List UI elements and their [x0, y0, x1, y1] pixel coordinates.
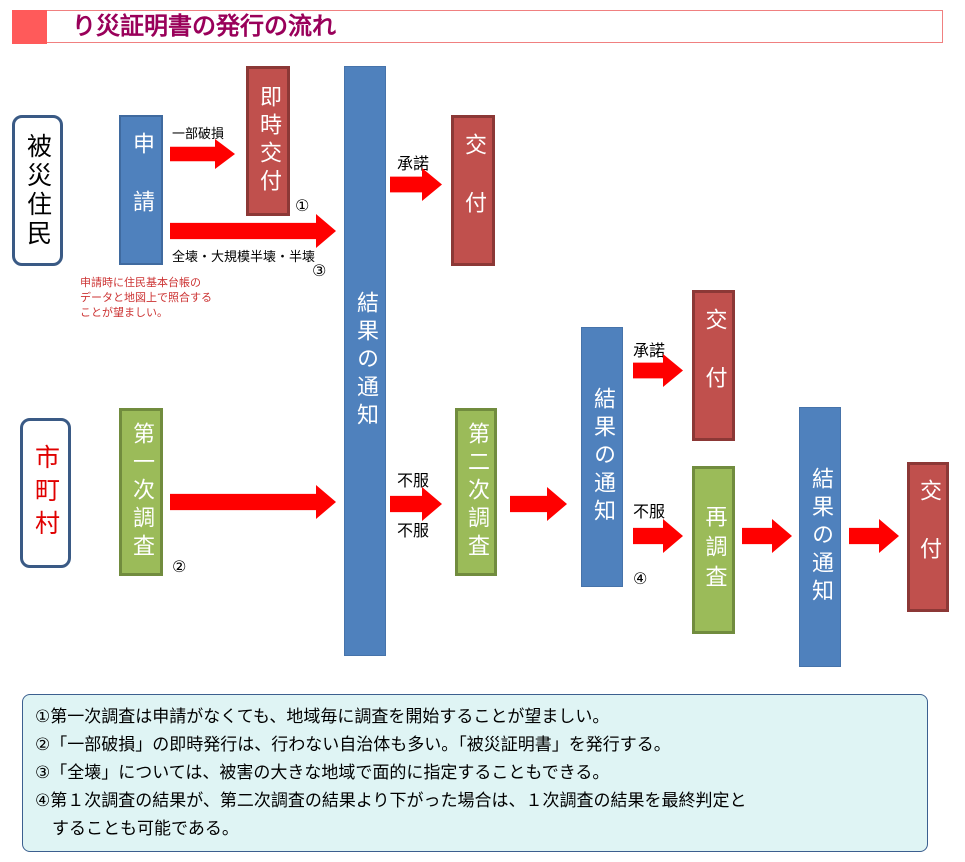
footnote: ③「全壊」については、被害の大きな地域で面的に指定することもできる。 [35, 763, 610, 783]
box-first-survey: 第一次調査 [119, 408, 163, 576]
box-notify-1: 結果の通知 [344, 66, 386, 656]
box-issue-3: 交付 [907, 462, 949, 612]
actor-municipality: 市町村 [20, 418, 71, 568]
marker-3: ③ [312, 261, 327, 280]
label-objection-1a: 不服 [397, 471, 430, 490]
footnote: ②「一部破損」の即時発行は、行わない自治体も多い。「被災証明書」を発行する。 [35, 735, 671, 755]
label-total: 全壊・大規模半壊・半壊 [172, 250, 316, 265]
actor-resident: 被災住民 [12, 115, 63, 266]
title-marker [12, 10, 47, 44]
box-notify-2: 結果の通知 [581, 327, 623, 587]
box-immediate-issue: 即時交付 [246, 66, 290, 216]
label-partial: 一部破損 [172, 127, 225, 142]
label-objection-1b: 不服 [397, 521, 430, 540]
label-objection-2: 不服 [633, 502, 666, 521]
box-second-survey: 第二次調査 [455, 408, 497, 576]
note-line: ことが望ましい。 [80, 306, 168, 319]
box-resurvey: 再調査 [692, 466, 735, 634]
arrow-total [170, 214, 336, 248]
box-issue-1: 交付 [451, 115, 495, 266]
note-line: 申請時に住民基本台帳の [80, 276, 201, 289]
marker-2: ② [172, 557, 187, 576]
arrow-resurvey [742, 519, 792, 553]
page-title: り災証明書の発行の流れ [72, 12, 336, 40]
marker-1: ① [295, 196, 310, 215]
application-note: 申請時に住民基本台帳の データと地図上で照合する ことが望ましい。 [80, 275, 212, 320]
footnote: することも可能である。 [35, 819, 239, 839]
label-accept-2: 承諾 [633, 341, 666, 360]
arrow-survey1 [170, 485, 336, 519]
footnote: ①第一次調査は申請がなくても、地域毎に調査を開始することが望ましい。 [35, 707, 610, 727]
note-line: データと地図上で照合する [80, 291, 212, 304]
footnote: ④第１次調査の結果が、第二次調査の結果より下がった場合は、１次調査の結果を最終判… [35, 791, 747, 811]
arrow-objection-1 [390, 487, 442, 521]
label-accept-1: 承諾 [397, 154, 430, 173]
arrow-survey2 [510, 487, 567, 521]
box-issue-2: 交付 [692, 290, 735, 441]
arrow-objection-2 [633, 519, 683, 553]
arrow-notify-3 [849, 519, 899, 553]
footnotes-box: ①第一次調査は申請がなくても、地域毎に調査を開始することが望ましい。 ②「一部破… [22, 694, 928, 852]
marker-4: ④ [633, 569, 648, 588]
box-apply: 申請 [119, 115, 163, 265]
box-notify-3: 結果の通知 [799, 407, 841, 667]
arrow-partial [170, 139, 235, 169]
